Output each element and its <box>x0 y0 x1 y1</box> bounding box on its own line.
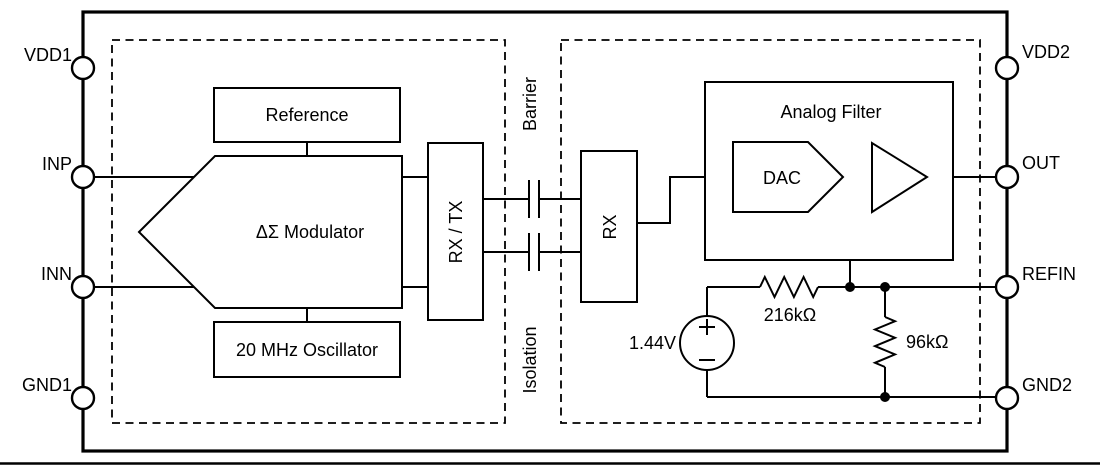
isolation-label: Isolation <box>520 326 540 393</box>
rx-block <box>580 150 638 303</box>
reference-label: Reference <box>265 105 348 125</box>
pin-inp <box>70 164 96 190</box>
pin-gnd2 <box>994 385 1020 411</box>
pin-label-gnd2: GND2 <box>1022 375 1072 395</box>
pin-label-out: OUT <box>1022 153 1060 173</box>
pin-vdd2 <box>994 55 1020 81</box>
pin-label-vdd1: VDD1 <box>24 45 72 65</box>
oscillator-block <box>213 321 401 378</box>
pin-label-refin: REFIN <box>1022 264 1076 284</box>
pin-label-inp: INP <box>42 154 72 174</box>
pin-inn <box>70 274 96 300</box>
rxtx-label: RX / TX <box>446 201 466 264</box>
dac-block <box>732 141 845 213</box>
rx-label: RX <box>600 214 620 239</box>
resistor-216k-label: 216kΩ <box>764 305 817 325</box>
modulator-label: ΔΣ Modulator <box>256 222 364 242</box>
low-side-dashed-region <box>560 39 981 424</box>
plus-sign-icon <box>699 319 715 335</box>
pin-out <box>994 164 1020 190</box>
modulator-block <box>137 155 403 309</box>
voltage-source-symbol <box>679 315 735 371</box>
pin-label-vdd2: VDD2 <box>1022 42 1070 62</box>
resistor-96k-label: 96kΩ <box>906 332 948 352</box>
analog-filter-label: Analog Filter <box>780 102 881 122</box>
high-side-dashed-region <box>111 39 506 424</box>
pin-label-gnd1: GND1 <box>22 375 72 395</box>
resistor-96k-symbol <box>872 316 898 368</box>
opamp-triangle <box>871 141 929 214</box>
junction-dot <box>845 282 855 292</box>
junction-dot <box>880 282 890 292</box>
cap-bottom-plates <box>528 233 540 271</box>
pin-label-inn: INN <box>41 264 72 284</box>
junction-dot <box>880 392 890 402</box>
pin-vdd1 <box>70 55 96 81</box>
resistor-216k-symbol <box>759 274 819 300</box>
pin-refin <box>994 274 1020 300</box>
pin-gnd1 <box>70 385 96 411</box>
cap-top-plates <box>528 180 540 218</box>
rxtx-block <box>427 142 484 321</box>
oscillator-label: 20 MHz Oscillator <box>236 340 378 360</box>
dac-label: DAC <box>763 168 801 188</box>
vsource-value-label: 1.44V <box>629 333 676 353</box>
rx-to-dac-wire <box>637 176 733 224</box>
chip-outline <box>81 10 1009 453</box>
barrier-label: Barrier <box>520 77 540 131</box>
reference-block <box>213 87 401 143</box>
